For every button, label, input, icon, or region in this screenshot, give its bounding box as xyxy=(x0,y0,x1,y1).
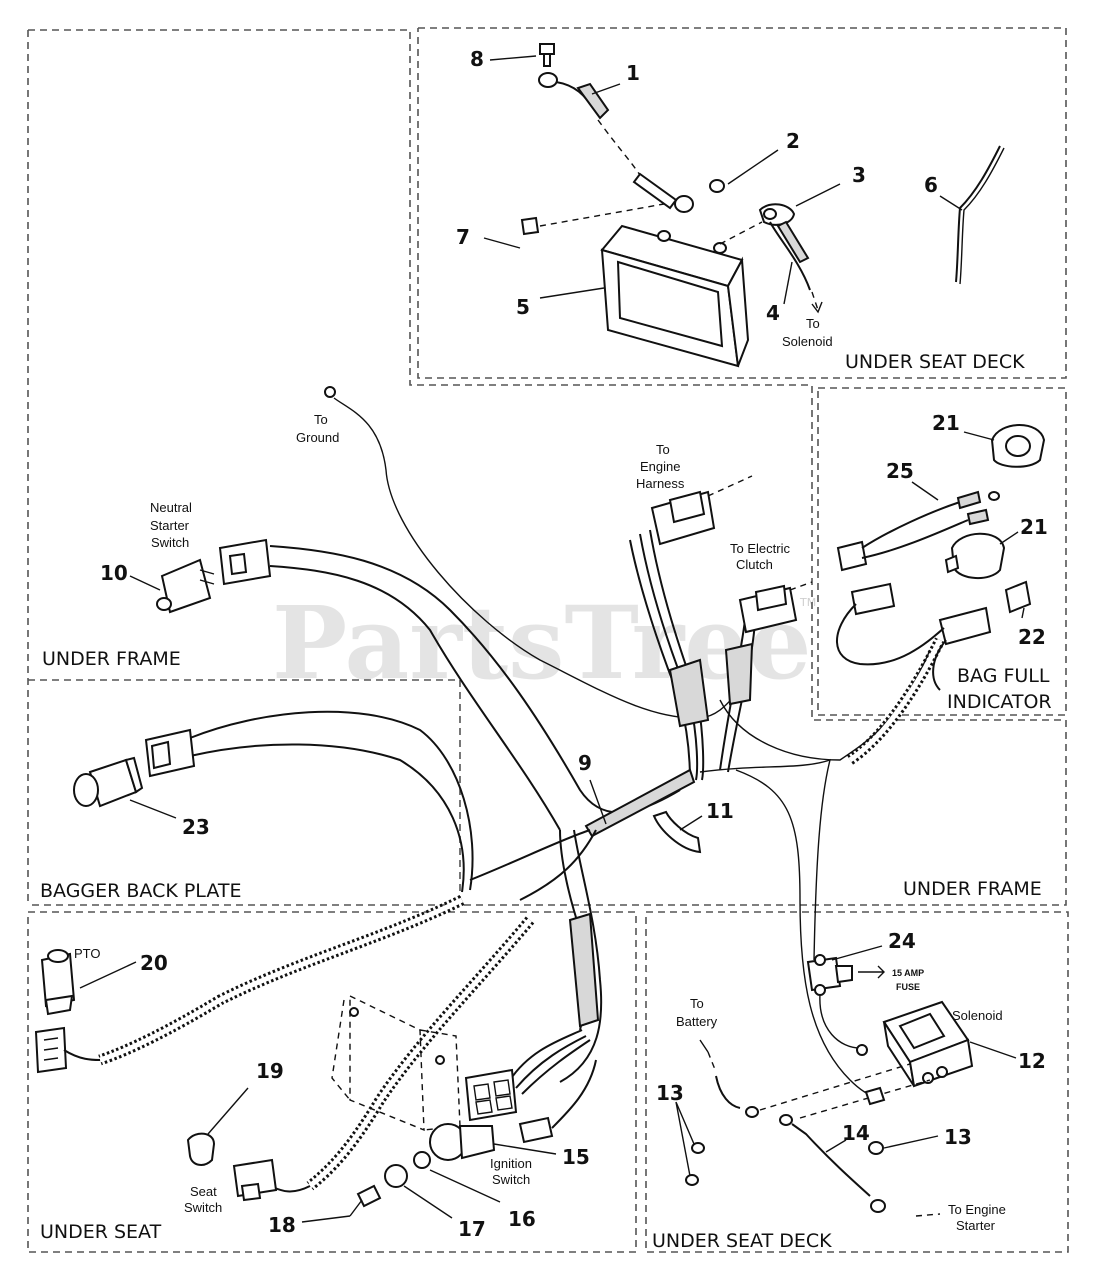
label-engine-starter-1: To Engine xyxy=(948,1202,1006,1217)
callout-15: 15 xyxy=(562,1145,590,1169)
callout-17: 17 xyxy=(458,1217,486,1241)
neutral-starter-switch xyxy=(129,538,272,614)
callout-21b: 21 xyxy=(1020,515,1048,539)
label-to-solenoid-1: To xyxy=(806,316,820,331)
main-wiring-harness xyxy=(98,386,945,1193)
callout-25: 25 xyxy=(886,459,914,483)
label-neutral-2: Starter xyxy=(150,518,190,533)
label-neutral-3: Switch xyxy=(151,535,189,550)
callout-19: 19 xyxy=(256,1059,284,1083)
label-engine-harness-1: To xyxy=(656,442,670,457)
region-label-bag-full-line2: INDICATOR xyxy=(947,691,1052,713)
callout-10: 10 xyxy=(100,561,128,585)
annotation-labels: To Solenoid To Ground Neutral Starter Sw… xyxy=(74,316,1006,1233)
region-label-under-seat-deck-top: UNDER SEAT DECK xyxy=(845,351,1025,373)
engine-harness-connector xyxy=(650,475,753,546)
ignition-switch xyxy=(301,1059,597,1223)
callout-18: 18 xyxy=(268,1213,296,1237)
callout-4: 4 xyxy=(766,301,780,325)
label-ignition-2: Switch xyxy=(492,1172,530,1187)
label-electric-clutch-2: Clutch xyxy=(736,557,773,572)
callout-7: 7 xyxy=(456,225,470,249)
label-to-battery-2: Battery xyxy=(676,1014,718,1029)
region-label-under-seat-deck-bottom: UNDER SEAT DECK xyxy=(652,1230,832,1252)
watermark-trademark: TM xyxy=(799,596,816,609)
region-label-bagger-back-plate: BAGGER BACK PLATE xyxy=(40,880,241,902)
label-ignition-1: Ignition xyxy=(490,1156,532,1171)
label-engine-harness-2: Engine xyxy=(640,459,680,474)
callout-8: 8 xyxy=(470,47,484,71)
callout-23: 23 xyxy=(182,815,210,839)
solenoid-section xyxy=(675,945,1017,1217)
region-label-under-frame-left: UNDER FRAME xyxy=(42,648,181,670)
callout-5: 5 xyxy=(516,295,530,319)
label-seat-switch-2: Switch xyxy=(184,1200,222,1215)
watermark: PartsTree xyxy=(272,584,812,702)
label-to-battery-1: To xyxy=(690,996,704,1011)
label-engine-starter-2: Starter xyxy=(956,1218,996,1233)
label-engine-harness-3: Harness xyxy=(636,476,685,491)
battery-section xyxy=(483,43,1005,368)
bag-full-indicator-parts xyxy=(836,424,1046,691)
callout-1: 1 xyxy=(626,61,640,85)
callout-16: 16 xyxy=(508,1207,536,1231)
label-neutral-1: Neutral xyxy=(150,500,192,515)
label-fuse-2: FUSE xyxy=(896,982,920,992)
callout-20: 20 xyxy=(140,951,168,975)
callout-14: 14 xyxy=(842,1121,870,1145)
pto-switch xyxy=(34,949,137,1074)
label-to-ground-2: Ground xyxy=(296,430,339,445)
label-solenoid: Solenoid xyxy=(952,1008,1003,1023)
bagger-switch xyxy=(73,728,196,819)
callout-2: 2 xyxy=(786,129,800,153)
label-pto: PTO xyxy=(74,946,101,961)
region-label-under-frame-right: UNDER FRAME xyxy=(903,878,1042,900)
callout-numbers: 1 2 3 4 5 6 7 8 9 10 11 12 13 13 14 15 1… xyxy=(100,47,1048,1241)
label-to-solenoid-2: Solenoid xyxy=(782,334,833,349)
electric-clutch-connector xyxy=(738,581,813,634)
label-electric-clutch-1: To Electric xyxy=(730,541,790,556)
region-borders xyxy=(27,27,1069,1253)
callout-9: 9 xyxy=(578,751,592,775)
callout-21a: 21 xyxy=(932,411,960,435)
callout-11: 11 xyxy=(706,799,734,823)
seat-switch xyxy=(186,1087,278,1202)
callout-13a: 13 xyxy=(656,1081,684,1105)
callout-12: 12 xyxy=(1018,1049,1046,1073)
region-label-under-seat: UNDER SEAT xyxy=(40,1221,162,1243)
label-seat-switch-1: Seat xyxy=(190,1184,217,1199)
callout-24: 24 xyxy=(888,929,916,953)
callout-22: 22 xyxy=(1018,625,1046,649)
callout-6: 6 xyxy=(924,173,938,197)
region-label-bag-full-line1: BAG FULL xyxy=(957,665,1050,687)
callout-3: 3 xyxy=(852,163,866,187)
callout-13b: 13 xyxy=(944,1125,972,1149)
label-to-ground-1: To xyxy=(314,412,328,427)
label-fuse-1: 15 AMP xyxy=(892,968,924,978)
